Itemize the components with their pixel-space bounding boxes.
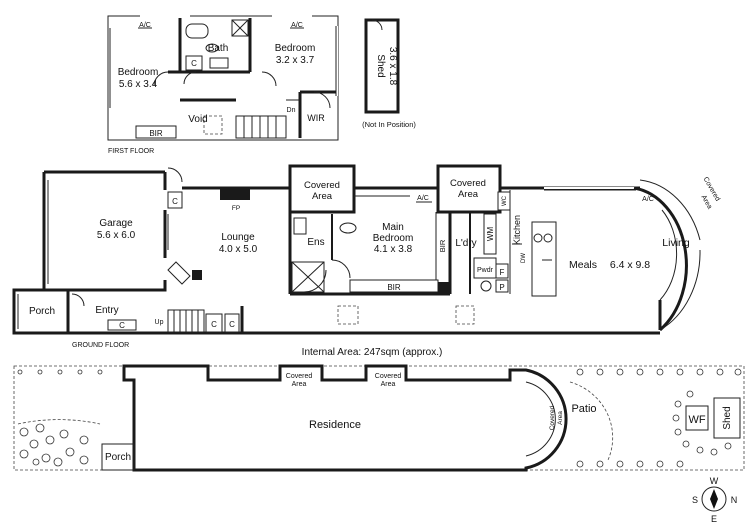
- wood-fire-label: WF: [688, 414, 705, 426]
- pantry-label: P: [499, 283, 504, 292]
- garage-cupboard-label: C: [172, 197, 178, 206]
- site-covered-c-line2: Area: [557, 411, 564, 425]
- compass-s: S: [692, 495, 698, 505]
- lounge-name: Lounge: [221, 232, 255, 243]
- main-bedroom-name-1: Main: [382, 222, 404, 233]
- meals-size: 6.4 x 9.8: [610, 259, 650, 271]
- ff-bedroom-2-name: Bedroom: [275, 43, 316, 54]
- fridge-label: F: [500, 268, 505, 277]
- compass-e: E: [711, 514, 717, 524]
- living-label: Living: [662, 237, 690, 249]
- internal-area-label: Internal Area: 247sqm (approx.): [302, 347, 443, 358]
- dishwasher-label: DW: [521, 253, 527, 263]
- covered-area-2-line1: Covered: [450, 178, 486, 189]
- kitchen-label: Kitchen: [512, 215, 522, 245]
- covered-area-1-line1: Covered: [304, 180, 340, 191]
- stairs-up-label: Up: [155, 319, 164, 326]
- ff-ac-1: A/C: [139, 22, 151, 29]
- compass-w: W: [710, 476, 719, 486]
- ground-floor-stairs: [167, 309, 205, 333]
- ff-wir-label: WIR: [307, 113, 325, 123]
- shed-size: 3.6 x 1.8: [387, 47, 398, 86]
- site-trees: [17, 368, 742, 468]
- lounge-size: 4.0 x 5.0: [219, 244, 258, 255]
- laundry-label: L'dry: [455, 238, 476, 249]
- site-covered-c-line1: Covered: [549, 405, 556, 430]
- shed-name: Shed: [375, 54, 386, 77]
- ff-ac-2: A/C: [291, 22, 303, 29]
- stair-cupboard-1-label: C: [211, 320, 217, 329]
- site-covered-a-line2: Area: [292, 381, 307, 388]
- entry-label: Entry: [95, 305, 118, 316]
- covered-area-1-line2: Area: [312, 191, 333, 202]
- ground-floor-caption: GROUND FLOOR: [72, 342, 129, 349]
- main-bedroom-size: 4.1 x 3.8: [374, 244, 413, 255]
- patio-label: Patio: [571, 403, 596, 415]
- entry-cupboard-label: C: [119, 321, 125, 330]
- ff-bir-label: BIR: [149, 129, 163, 138]
- ff-cupboard-label: C: [191, 59, 197, 68]
- garage-size: 5.6 x 6.0: [97, 230, 136, 241]
- shed-plan: [364, 18, 400, 114]
- site-porch-label: Porch: [105, 452, 131, 463]
- covered-area-3-line2: Area: [700, 194, 714, 210]
- ff-bedroom-1-size: 5.6 x 3.4: [119, 79, 158, 90]
- ff-bath-label: Bath: [208, 43, 229, 54]
- meals-label: Meals: [569, 259, 597, 271]
- covered-area-2-line2: Area: [458, 189, 479, 200]
- washing-machine-label: WM: [486, 227, 495, 242]
- first-floor-stairs: [235, 115, 287, 139]
- main-bedroom-name-2: Bedroom: [373, 233, 414, 244]
- ground-porch-label: Porch: [29, 306, 55, 317]
- main-bedroom-ac-label: A/C: [417, 195, 429, 202]
- site-shed-label: Shed: [722, 406, 733, 429]
- powder-room-label: Pwdr: [477, 267, 494, 274]
- compass-n: N: [731, 495, 738, 505]
- site-covered-b-line2: Area: [381, 381, 396, 388]
- stair-cupboard-2-label: C: [229, 320, 235, 329]
- ground-floor-plan: [12, 164, 701, 335]
- site-covered-b-line1: Covered: [375, 373, 402, 380]
- site-covered-a-line1: Covered: [286, 373, 313, 380]
- ff-bedroom-1-name: Bedroom: [118, 67, 159, 78]
- living-ac-label: A/C: [642, 196, 654, 203]
- residence-label: Residence: [309, 419, 361, 431]
- shed-note: (Not In Position): [362, 120, 416, 129]
- fireplace-label: FP: [232, 205, 240, 212]
- compass-rose: [701, 486, 727, 512]
- site-plan: [13, 364, 745, 472]
- ff-bedroom-2-size: 3.2 x 3.7: [276, 55, 315, 66]
- wc-label: WC: [502, 195, 508, 206]
- first-floor-plan: [107, 14, 339, 141]
- ff-down-label: Dn: [287, 107, 296, 114]
- first-floor-caption: FIRST FLOOR: [108, 148, 154, 155]
- ensuite-label: Ens: [307, 237, 324, 248]
- main-bedroom-bir-label: BIR: [387, 283, 401, 292]
- side-bir-label: BIR: [438, 239, 447, 252]
- garage-name: Garage: [99, 218, 133, 229]
- ff-void-label: Void: [188, 114, 207, 125]
